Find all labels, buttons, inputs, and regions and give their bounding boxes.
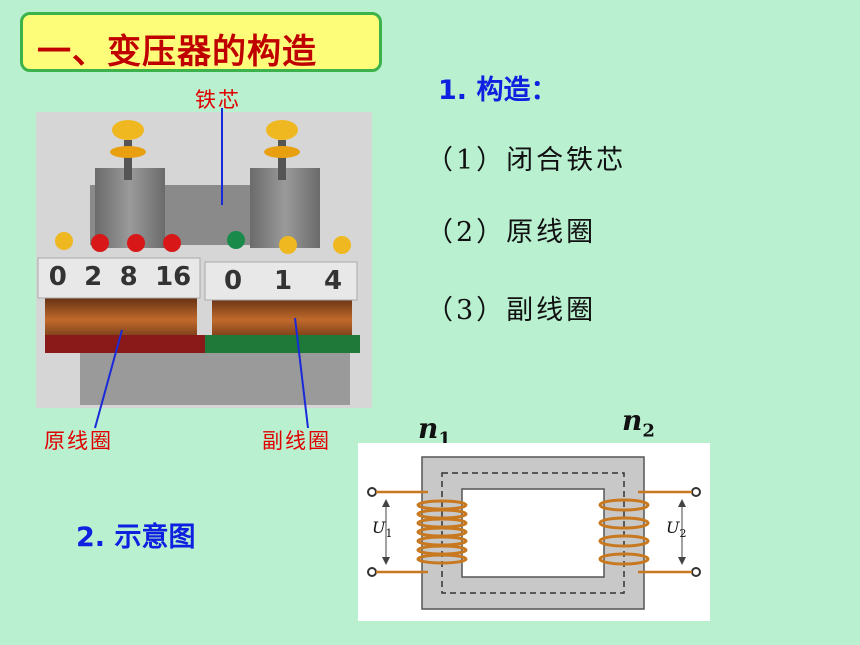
secondary-terminal-numbers: 0 1 4 <box>208 266 358 296</box>
primary-terminal-numbers: 0 2 8 16 <box>40 262 200 292</box>
primary-coil <box>416 499 468 565</box>
label-secondary-coil: 副线圈 <box>262 429 331 453</box>
list-item-primary: （2）原线圈 <box>426 217 597 248</box>
n2-label: n2 <box>622 404 655 442</box>
page-title: 一、变压器的构造 <box>37 32 317 72</box>
terminal-number: 1 <box>273 266 293 296</box>
list-item-secondary: （3）副线圈 <box>426 295 597 326</box>
list-item-core: （1）闭合铁芯 <box>426 145 627 176</box>
terminal-number: 2 <box>84 262 103 292</box>
section-1-heading: 1. 构造： <box>438 75 558 106</box>
u2-label: U2 <box>666 518 687 541</box>
terminal-number: 4 <box>323 266 343 296</box>
secondary-coil <box>598 498 650 566</box>
terminal-number: 0 <box>223 266 243 296</box>
label-primary-coil: 原线圈 <box>44 429 113 453</box>
title-box: 一、变压器的构造 <box>20 12 382 72</box>
transformer-schematic <box>358 443 710 621</box>
terminal-number: 0 <box>48 262 67 292</box>
section-2-heading: 2. 示意图 <box>76 522 196 553</box>
label-core: 铁芯 <box>195 88 241 112</box>
terminal-number: 8 <box>119 262 138 292</box>
u1-label: U1 <box>372 518 393 541</box>
terminal-number: 16 <box>155 262 192 292</box>
